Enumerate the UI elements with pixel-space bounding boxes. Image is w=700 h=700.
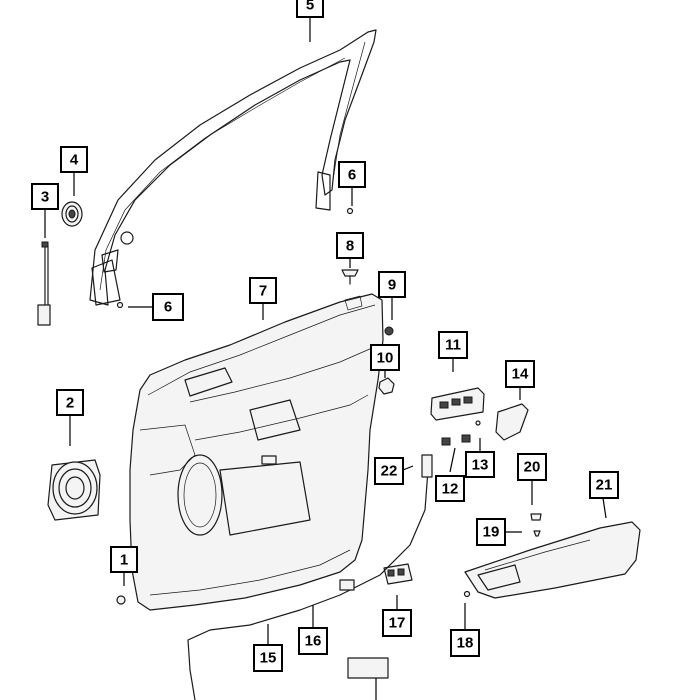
- callout-9: 9: [378, 271, 406, 298]
- callout-19: 19: [476, 518, 506, 546]
- svg-text:14: 14: [512, 366, 529, 383]
- callout-12: 12: [435, 475, 465, 502]
- small-switches: [441, 420, 481, 446]
- callout-22: 22: [374, 457, 404, 485]
- wire-harness: [187, 454, 433, 700]
- callout-20: 20: [517, 453, 547, 481]
- callout-1: 1: [110, 546, 138, 573]
- svg-text:1: 1: [120, 552, 128, 569]
- callout-8: 8: [336, 232, 364, 259]
- tweeter-speaker: [61, 201, 83, 227]
- callout-6a: 6: [338, 161, 366, 188]
- svg-text:21: 21: [596, 477, 613, 494]
- svg-text:2: 2: [66, 395, 74, 412]
- leader-lines: [44, 17, 607, 700]
- callout-10: 10: [370, 344, 400, 371]
- svg-text:9: 9: [388, 277, 396, 294]
- callout-14: 14: [505, 360, 535, 388]
- callout-7: 7: [249, 277, 277, 304]
- svg-text:11: 11: [445, 337, 461, 354]
- clip-parts: [116, 207, 542, 605]
- callout-17: 17: [382, 609, 412, 637]
- svg-text:6: 6: [348, 167, 356, 184]
- svg-text:13: 13: [472, 457, 489, 474]
- svg-text:18: 18: [457, 635, 474, 652]
- svg-text:4: 4: [70, 152, 79, 169]
- callout-5: 5: [296, 0, 324, 18]
- door-trim-panel: [129, 293, 384, 611]
- callout-2: 2: [56, 389, 84, 416]
- svg-text:10: 10: [377, 350, 394, 367]
- window-frame-weatherstrip: [89, 29, 377, 306]
- callout-11: 11: [438, 331, 468, 359]
- door-link-rod: [37, 241, 51, 326]
- switch-bezel: [430, 387, 485, 421]
- svg-text:20: 20: [524, 459, 541, 476]
- svg-text:17: 17: [389, 615, 406, 632]
- svg-text:22: 22: [381, 463, 398, 480]
- svg-text:8: 8: [346, 238, 354, 255]
- door-speaker: [47, 459, 101, 521]
- callouts: 1 2 3 4 5 6 6 7 8 9 10 11 12 13 14 15 16…: [31, 0, 619, 672]
- handle-cup: [495, 403, 529, 441]
- callout-3: 3: [31, 183, 59, 210]
- callout-15: 15: [253, 644, 283, 672]
- armrest: [464, 521, 641, 599]
- callout-21: 21: [589, 471, 619, 499]
- svg-text:12: 12: [442, 481, 459, 498]
- svg-text:5: 5: [306, 0, 314, 14]
- svg-text:3: 3: [41, 189, 49, 206]
- svg-text:7: 7: [259, 283, 267, 300]
- callout-18: 18: [450, 629, 480, 657]
- window-switch: [383, 563, 413, 585]
- callout-6b: 6: [152, 293, 184, 321]
- svg-text:16: 16: [305, 633, 322, 650]
- svg-text:15: 15: [260, 650, 277, 667]
- callout-16: 16: [298, 627, 328, 655]
- label-plate: [347, 657, 389, 679]
- callout-4: 4: [60, 146, 88, 173]
- svg-text:6: 6: [164, 299, 172, 316]
- callout-13: 13: [465, 451, 495, 478]
- svg-text:19: 19: [483, 524, 500, 541]
